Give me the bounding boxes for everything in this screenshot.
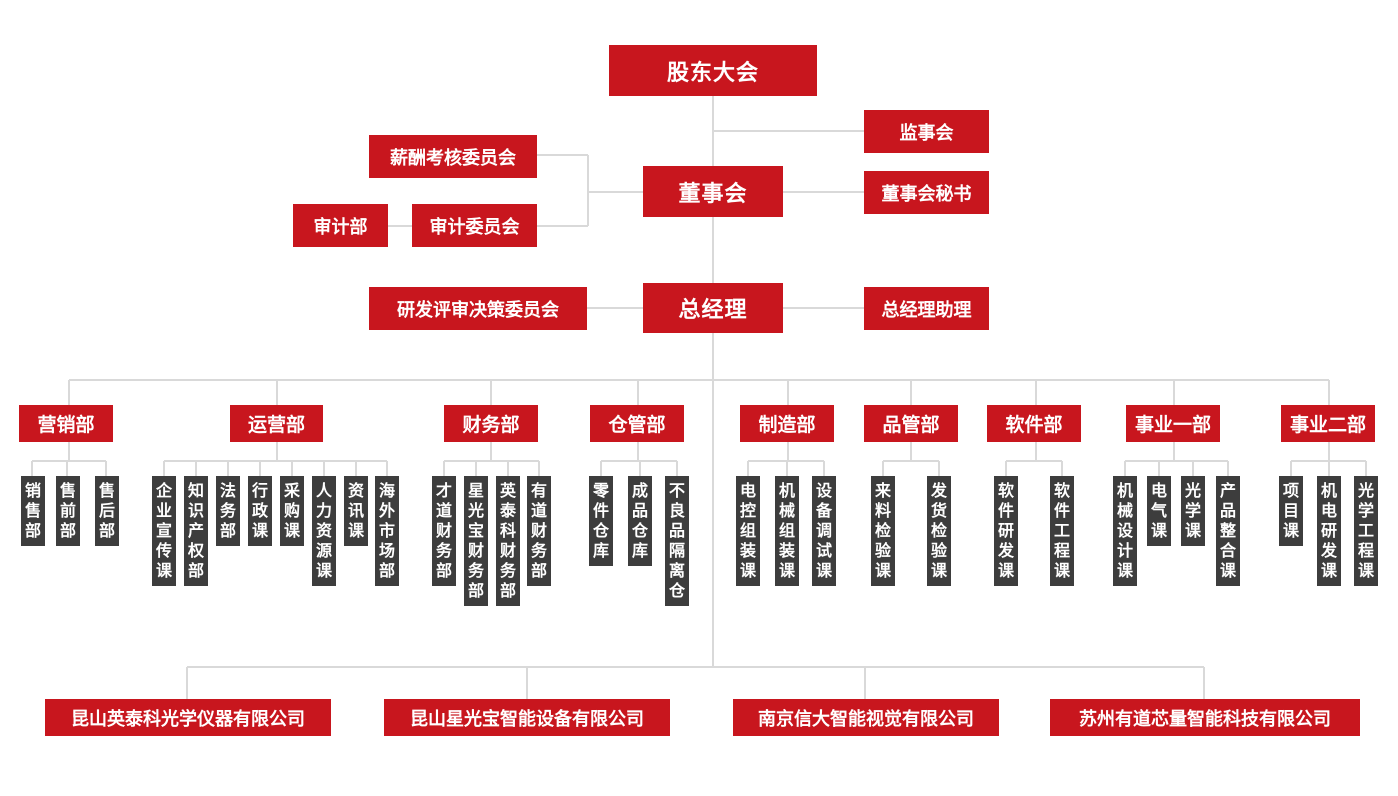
department-marketing: 营销部 <box>19 405 113 442</box>
board-secretary-box: 董事会秘书 <box>864 171 989 214</box>
department-software: 软件部 <box>987 405 1081 442</box>
sub-unit-box: 光学课 <box>1181 476 1205 546</box>
sub-unit-box: 电气课 <box>1147 476 1171 546</box>
sub-unit-box: 软件工程课 <box>1050 476 1074 586</box>
sub-unit-box: 资讯课 <box>344 476 368 546</box>
sub-unit-box: 零件仓库 <box>589 476 613 566</box>
sub-unit-box: 销售部 <box>21 476 45 546</box>
department-finance: 财务部 <box>444 405 538 442</box>
sub-unit-box: 采购课 <box>280 476 304 546</box>
supervisory-board-box: 监事会 <box>864 110 989 153</box>
board-of-directors-box: 董事会 <box>643 166 783 217</box>
sub-unit-box: 不良品隔离仓 <box>665 476 689 606</box>
sub-unit-box: 英泰科财务部 <box>496 476 520 606</box>
sub-unit-box: 产品整合课 <box>1216 476 1240 586</box>
department-operations: 运营部 <box>230 405 323 442</box>
department-quality: 品管部 <box>864 405 958 442</box>
sub-unit-box: 知识产权部 <box>184 476 208 586</box>
sub-unit-box: 才道财务部 <box>432 476 456 586</box>
sub-unit-box: 售后部 <box>95 476 119 546</box>
sub-unit-box: 海外市场部 <box>375 476 399 586</box>
sub-unit-box: 来料检验课 <box>871 476 895 586</box>
sub-unit-box: 法务部 <box>216 476 240 546</box>
sub-unit-box: 星光宝财务部 <box>464 476 488 606</box>
company-suzhou-youdao: 苏州有道芯量智能科技有限公司 <box>1050 699 1360 736</box>
department-warehouse: 仓管部 <box>590 405 684 442</box>
audit-department-box: 审计部 <box>293 204 388 247</box>
company-kunshan-xingguangbao: 昆山星光宝智能设备有限公司 <box>384 699 670 736</box>
general-manager-box: 总经理 <box>643 283 783 333</box>
sub-unit-box: 售前部 <box>56 476 80 546</box>
sub-unit-box: 成品仓库 <box>628 476 652 566</box>
department-manufacturing: 制造部 <box>740 405 834 442</box>
sub-unit-box: 有道财务部 <box>527 476 551 586</box>
compensation-committee-box: 薪酬考核委员会 <box>369 135 537 178</box>
sub-unit-box: 行政课 <box>248 476 272 546</box>
shareholders-meeting-box: 股东大会 <box>609 45 817 96</box>
sub-unit-box: 电控组装课 <box>736 476 760 586</box>
department-business-one: 事业一部 <box>1126 405 1220 442</box>
company-kunshan-yingtaike: 昆山英泰科光学仪器有限公司 <box>45 699 331 736</box>
sub-unit-box: 企业宣传课 <box>152 476 176 586</box>
rd-committee-box: 研发评审决策委员会 <box>369 287 587 330</box>
audit-committee-box: 审计委员会 <box>412 204 537 247</box>
sub-unit-box: 软件研发课 <box>994 476 1018 586</box>
sub-unit-box: 发货检验课 <box>927 476 951 586</box>
sub-unit-box: 人力资源课 <box>312 476 336 586</box>
sub-unit-box: 光学工程课 <box>1354 476 1378 586</box>
sub-unit-box: 设备调试课 <box>812 476 836 586</box>
sub-unit-box: 机械组装课 <box>775 476 799 586</box>
sub-unit-box: 机械设计课 <box>1113 476 1137 586</box>
sub-unit-box: 机电研发课 <box>1317 476 1341 586</box>
sub-unit-box: 项目课 <box>1279 476 1303 546</box>
company-nanjing-xinda: 南京信大智能视觉有限公司 <box>733 699 999 736</box>
department-business-two: 事业二部 <box>1281 405 1375 442</box>
gm-assistant-box: 总经理助理 <box>864 287 989 330</box>
